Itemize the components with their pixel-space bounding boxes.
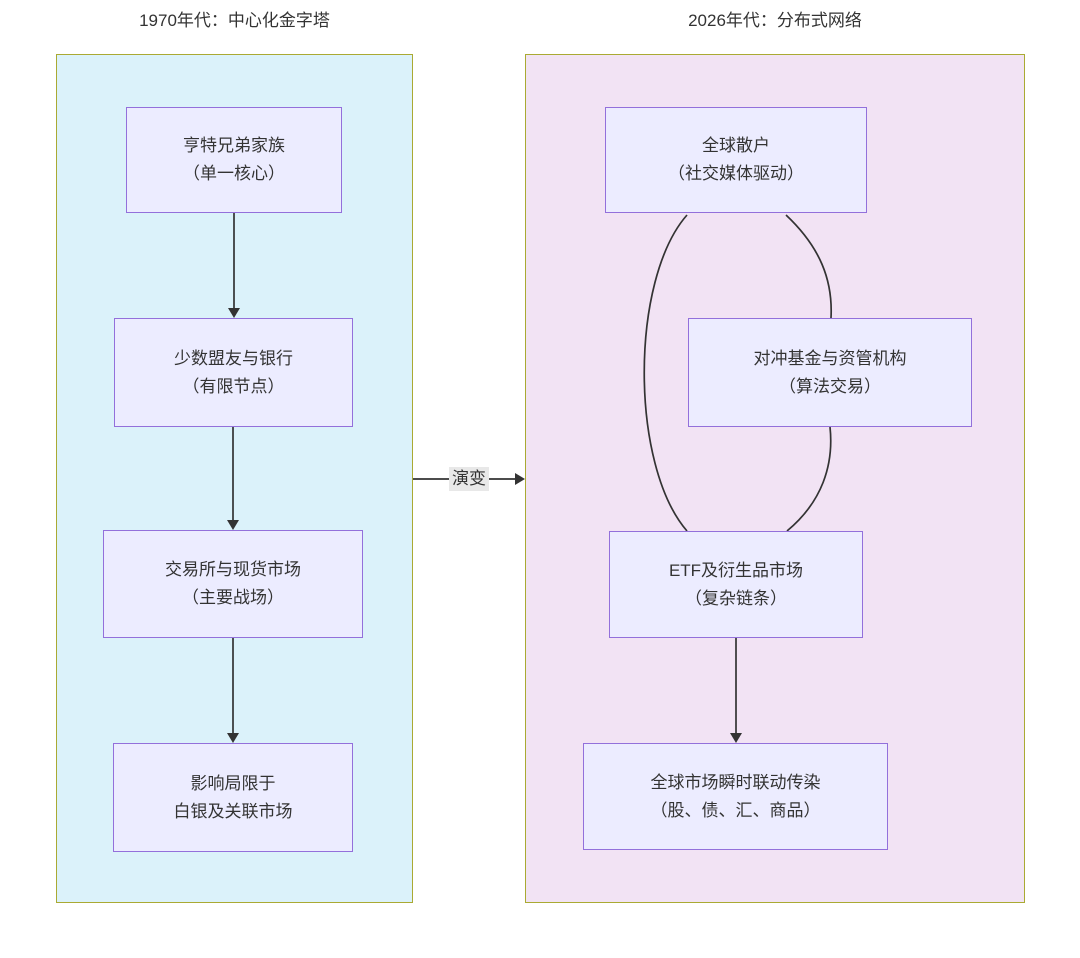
node-hedge-funds-line1: 对冲基金与资管机构 bbox=[753, 348, 907, 368]
node-hunt-brothers-line1: 亨特兄弟家族 bbox=[183, 136, 285, 155]
node-global-retail-line1: 全球散户 bbox=[702, 136, 770, 155]
node-global-contagion-line2: （股、债、汇、商品） bbox=[650, 800, 821, 820]
node-etf-derivatives-line1: ETF及衍生品市场 bbox=[668, 560, 804, 580]
node-hunt-brothers: 亨特兄弟家族 （单一核心） bbox=[126, 107, 342, 213]
cluster-2026-title: 2026年代：分布式网络 bbox=[688, 11, 862, 30]
node-impact-limited: 影响局限于 白银及关联市场 bbox=[113, 743, 353, 852]
evolution-edge-label-text: 演变 bbox=[452, 469, 486, 488]
node-global-contagion-line1: 全球市场瞬时联动传染 bbox=[650, 772, 821, 792]
node-global-contagion: 全球市场瞬时联动传染 （股、债、汇、商品） bbox=[583, 743, 888, 850]
node-hedge-funds-line2: （算法交易） bbox=[779, 376, 881, 396]
node-hedge-funds: 对冲基金与资管机构 （算法交易） bbox=[688, 318, 972, 427]
node-etf-derivatives: ETF及衍生品市场 （复杂链条） bbox=[609, 531, 863, 638]
node-impact-limited-line2: 白银及关联市场 bbox=[173, 801, 293, 821]
node-impact-limited-line1: 影响局限于 bbox=[190, 773, 276, 793]
node-exchanges-spot-market-line2: （主要战场） bbox=[182, 588, 284, 607]
cluster-1970s-title: 1970年代：中心化金字塔 bbox=[139, 11, 330, 30]
node-allies-banks-line1: 少数盟友与银行 bbox=[174, 348, 293, 368]
arrowhead-evolution bbox=[515, 473, 525, 485]
node-allies-banks-line2: （有限节点） bbox=[182, 376, 285, 396]
node-global-retail: 全球散户 （社交媒体驱动） bbox=[605, 107, 867, 213]
node-exchanges-spot-market-line1: 交易所与现货市场 bbox=[165, 560, 301, 579]
node-hunt-brothers-line2: （单一核心） bbox=[183, 164, 285, 183]
node-etf-derivatives-line2: （复杂链条） bbox=[685, 588, 787, 608]
node-exchanges-spot-market: 交易所与现货市场 （主要战场） bbox=[103, 530, 363, 638]
node-allies-banks: 少数盟友与银行 （有限节点） bbox=[114, 318, 353, 427]
evolution-edge-label: 演变 bbox=[449, 467, 489, 491]
node-global-retail-line2: （社交媒体驱动） bbox=[668, 164, 804, 183]
